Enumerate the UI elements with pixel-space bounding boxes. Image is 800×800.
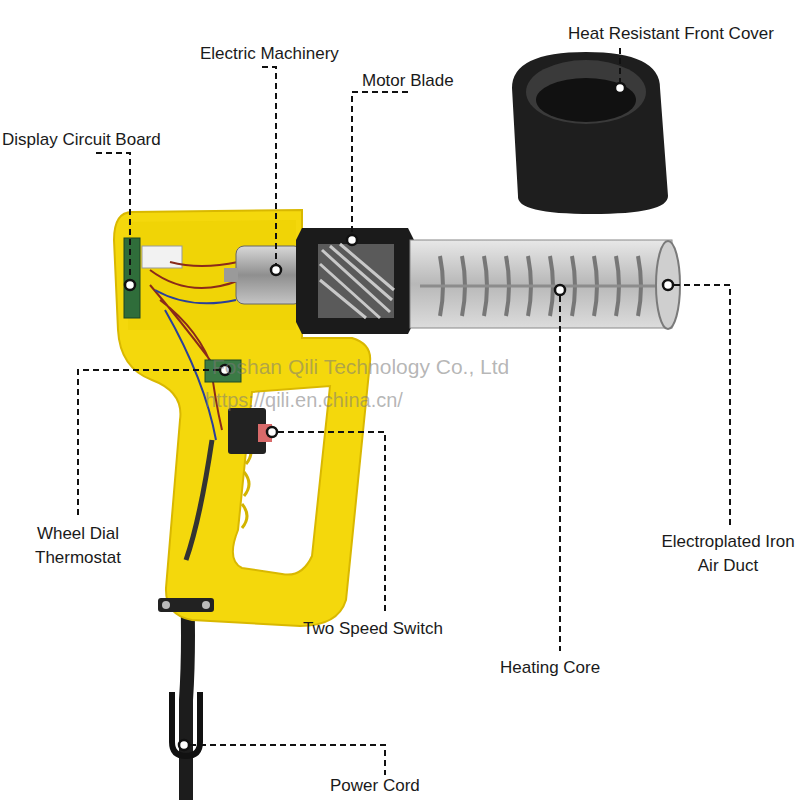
leader-line — [674, 285, 730, 526]
leader-dots — [125, 83, 673, 750]
clamp-screw — [202, 601, 210, 609]
part-label: Electroplated Iron Air Duct — [660, 530, 796, 578]
part-label: Motor Blade — [362, 69, 482, 93]
leader-line — [352, 92, 408, 234]
core-rod — [420, 285, 662, 288]
cord-inside — [186, 440, 212, 560]
leader-dot — [663, 280, 673, 290]
leader-line — [78, 370, 219, 518]
cord-clamp — [158, 598, 214, 612]
fan-blades — [318, 244, 394, 318]
motor-body — [236, 246, 302, 304]
leader-line — [278, 432, 385, 612]
cord-hook — [172, 692, 200, 756]
leader-line — [262, 67, 276, 264]
part-label: Power Cord — [330, 774, 460, 798]
fan-housing — [296, 228, 414, 334]
part-label: Two Speed Switch — [303, 617, 483, 641]
leader-line — [559, 296, 561, 651]
front-cover — [512, 52, 668, 214]
leader-dot — [267, 427, 277, 437]
leader-line — [190, 745, 385, 775]
board-connector — [142, 246, 182, 268]
leader-dot — [555, 285, 565, 295]
leader-dot — [615, 83, 625, 93]
leader-lines — [78, 48, 730, 775]
leader-dot — [125, 280, 135, 290]
cover-opening — [526, 60, 646, 124]
motor-shaft — [224, 268, 238, 282]
circuit-board — [124, 238, 140, 318]
leader-line — [96, 153, 130, 279]
leader-dot — [347, 235, 357, 245]
part-label: Wheel Dial Thermostat — [20, 522, 136, 570]
part-label: Heating Core — [500, 656, 630, 680]
clamp-screw — [162, 601, 170, 609]
fan-blade-lines — [320, 244, 394, 318]
watermark: Foshan Qili Technology Co., Ltd — [212, 352, 509, 381]
cover-inner — [536, 78, 636, 122]
leader-dot — [179, 740, 189, 750]
part-label: Heat Resistant Front Cover — [568, 22, 796, 46]
leader-line — [619, 48, 621, 82]
part-label: Display Circuit Board — [2, 128, 192, 152]
part-label: Electric Machinery — [200, 42, 380, 66]
leader-dot — [271, 265, 281, 275]
watermark: https://qili.en.china.cn/ — [205, 386, 403, 414]
heating-core-tube — [410, 240, 672, 328]
